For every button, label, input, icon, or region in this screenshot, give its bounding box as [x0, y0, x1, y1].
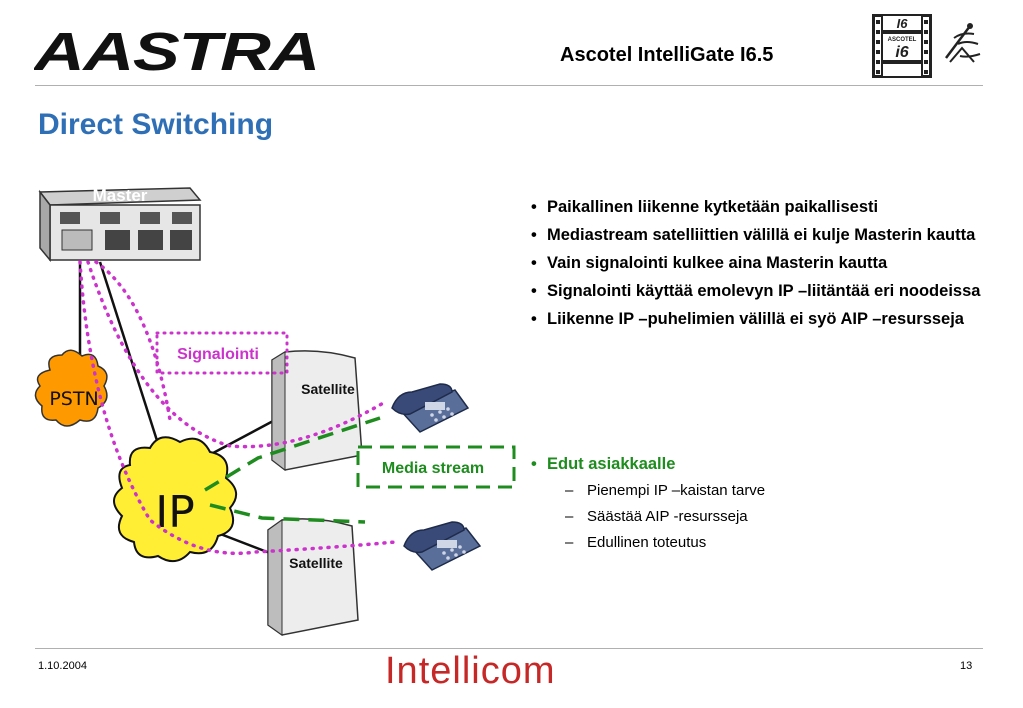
pstn-label: PSTN — [49, 388, 98, 410]
ip-label: IP — [155, 487, 195, 538]
media-stream-box — [356, 445, 516, 489]
svg-text:I6: I6 — [897, 16, 909, 31]
advantage-item: –Edullinen toteutus — [565, 534, 707, 551]
footer-divider — [35, 648, 983, 649]
svg-text:AASTRA: AASTRA — [34, 22, 319, 80]
header-divider — [35, 85, 983, 86]
bullet-item: •Vain signalointi kulkee aina Masterin k… — [531, 254, 888, 272]
pstn-cloud: PSTN — [34, 349, 108, 427]
bullet-item: •Signalointi käyttää emolevyn IP –liitän… — [531, 282, 981, 300]
master-cabinet: Master — [38, 186, 202, 263]
bullet-item: •Paikallinen liikenne kytketään paikalli… — [531, 198, 879, 216]
satellite1-label: Satellite — [301, 381, 355, 397]
ip-phone-1-icon — [391, 383, 470, 433]
media-path-satellite2 — [209, 503, 366, 524]
aastra-logo: AASTRA — [34, 22, 320, 80]
product-name: Ascotel IntelliGate I6.5 — [560, 44, 774, 66]
signal-path-satellite2 — [78, 260, 397, 556]
footer-date: 1.10.2004 — [38, 660, 87, 672]
slide-title: Direct Switching — [38, 108, 274, 141]
master-label: Master — [93, 186, 148, 205]
advantages-title: •Edut asiakkaalle — [531, 455, 676, 473]
svg-text:i6: i6 — [895, 44, 908, 61]
media-path-satellite1 — [204, 416, 381, 492]
advantages-section: •Edut asiakkaalle –Pienempi IP –kaistan … — [525, 452, 995, 556]
satellite-2: Satellite — [267, 518, 359, 636]
satellite-dish-icon — [945, 23, 981, 63]
signalointi-label: Signalointi — [177, 346, 259, 363]
bullet-list: •Paikallinen liikenne kytketään paikalli… — [525, 196, 995, 336]
ip-cloud: IP — [113, 436, 237, 563]
signal-path-master-ip — [94, 260, 172, 422]
intellicom-logo: Intellicom — [385, 650, 556, 692]
signalointi-box — [155, 331, 289, 375]
advantage-item: –Säästää AIP -resursseja — [565, 508, 748, 525]
ip-phone-2-icon — [403, 521, 482, 571]
media-stream-label: Media stream — [382, 460, 484, 477]
satellite2-label: Satellite — [289, 555, 343, 571]
bullet-item: •Mediastream satelliittien välillä ei ku… — [531, 226, 976, 244]
bullet-item: •Liikenne IP –puhelimien välillä ei syö … — [531, 310, 964, 328]
filmstrip-icon: I6 ASCOTEL i6 — [872, 14, 932, 78]
advantages-list: –Pienempi IP –kaistan tarve –Säästää AIP… — [525, 478, 995, 556]
advantage-item: –Pienempi IP –kaistan tarve — [565, 482, 766, 499]
svg-text:ASCOTEL: ASCOTEL — [888, 37, 917, 43]
network-diagram: Master PSTN IP Satellite Satellite — [34, 186, 516, 636]
satellite-1: Satellite — [271, 350, 363, 472]
page-number: 13 — [960, 660, 973, 672]
